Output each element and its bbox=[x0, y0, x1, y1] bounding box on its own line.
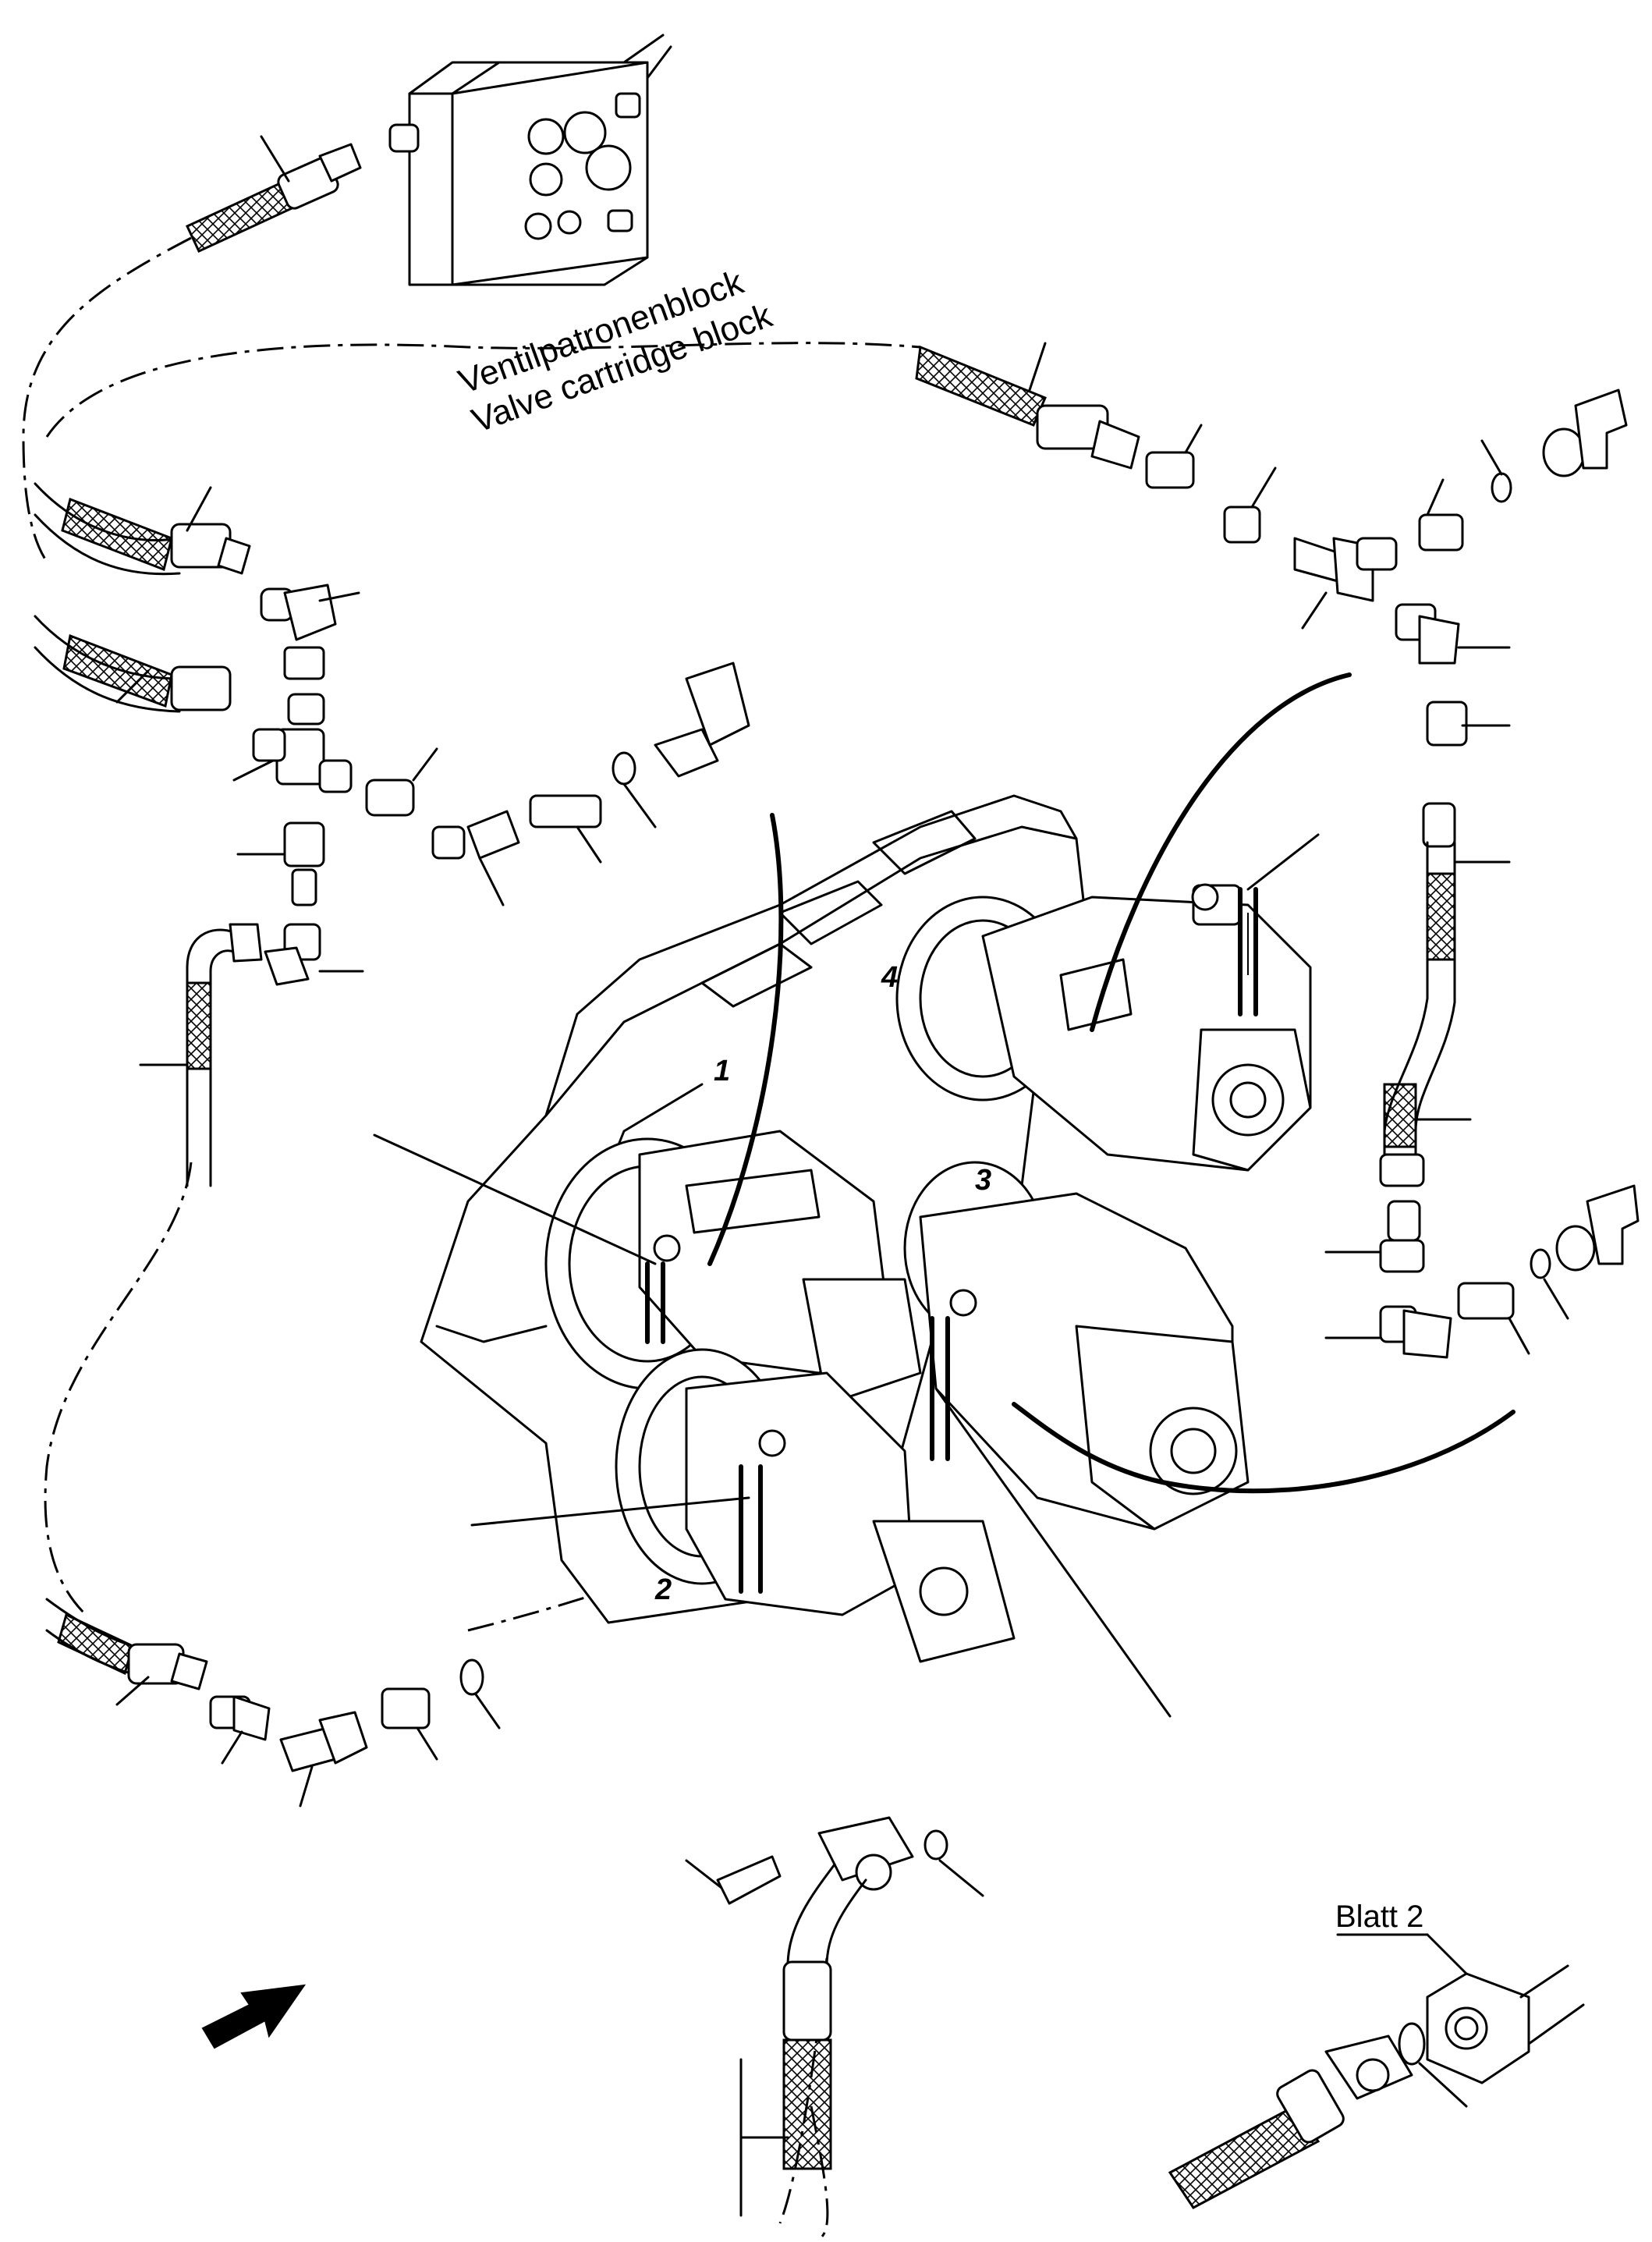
hose-top-right bbox=[915, 342, 1628, 630]
block-fitting-left bbox=[388, 123, 420, 153]
pump-housing-top-ribs bbox=[700, 810, 977, 1008]
pump-number-2: 2 bbox=[654, 1573, 672, 1606]
left-branch-right bbox=[365, 662, 750, 906]
forward-marker: F bbox=[201, 1984, 307, 2049]
flange-hose-left bbox=[739, 1816, 984, 2217]
leader-line-2 bbox=[470, 1496, 750, 1527]
flange-bolt bbox=[685, 1855, 782, 1905]
pump-number-4: 4 bbox=[881, 961, 898, 994]
left-cross-fitting bbox=[232, 693, 353, 793]
left-hose-lower bbox=[34, 615, 232, 713]
pump-3 bbox=[903, 1161, 1250, 1531]
pump-number-1: 1 bbox=[714, 1055, 730, 1087]
loop-line-left bbox=[22, 236, 192, 562]
arrow-icon bbox=[201, 1984, 307, 2049]
curve-line-left bbox=[707, 813, 784, 1266]
left-vertical-hose bbox=[139, 923, 263, 1187]
solenoid-cables bbox=[645, 883, 1258, 1594]
valve-cartridge-block bbox=[408, 34, 672, 286]
left-hose-upper bbox=[34, 482, 251, 576]
flange-hose-right bbox=[1168, 1933, 1585, 2209]
hose-top-left bbox=[186, 135, 362, 253]
right-elbow bbox=[1395, 603, 1511, 848]
loop-line-lower-left bbox=[44, 1162, 193, 1616]
pump-4 bbox=[895, 884, 1312, 1172]
pump-1 bbox=[544, 1130, 922, 1406]
bottom-left-hose bbox=[45, 1598, 501, 1807]
right-vertical-hose bbox=[1324, 841, 1640, 1359]
loop-line-top bbox=[45, 342, 921, 438]
curve-line-upper-right bbox=[1090, 672, 1352, 1032]
left-elbow-top bbox=[260, 584, 360, 680]
leader-line-1 bbox=[373, 1133, 657, 1265]
pump-number-3: 3 bbox=[975, 1164, 991, 1197]
sheet-ref-label: Blatt 2 bbox=[1335, 1900, 1423, 1934]
left-union-stack bbox=[236, 821, 364, 986]
curve-line-right bbox=[1012, 1402, 1516, 1494]
loop-line-bottom-left bbox=[810, 2105, 829, 2240]
leader-line-3 bbox=[934, 1387, 1172, 1718]
leader-line-4 bbox=[1246, 833, 1320, 891]
